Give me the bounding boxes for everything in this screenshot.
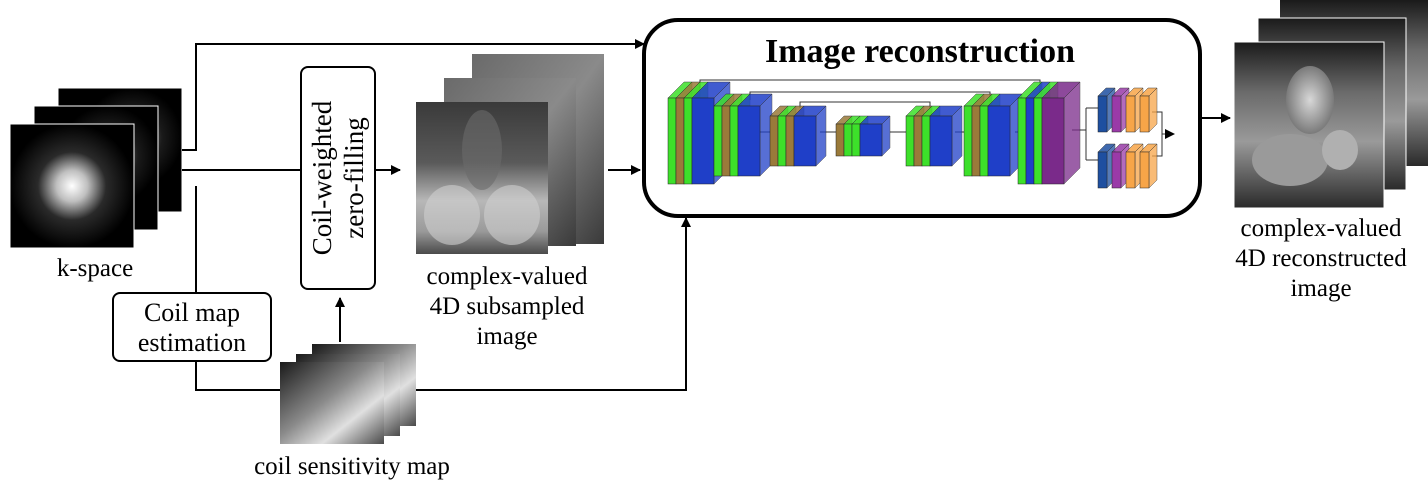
subsampled-image-label: complex-valued 4D subsampled image — [402, 262, 612, 352]
subsampled-line1: complex-valued — [426, 263, 588, 290]
reconstructed-line3: image — [1290, 275, 1352, 302]
enc-block-2-slice-main — [737, 93, 773, 177]
dec-block-2-slice-main — [987, 93, 1023, 177]
coil-map-estimation-box: Coil map estimation — [112, 292, 272, 362]
kspace-image-stack — [9, 87, 183, 249]
zero-filling-box — [300, 66, 376, 290]
sensitivity-map-label: coil sensitivity map — [254, 453, 450, 480]
subsampled-line3: image — [476, 323, 538, 350]
zero-filling-line1: Coil-weighted — [307, 100, 337, 256]
reconstructed-line1: complex-valued — [1240, 215, 1402, 242]
subsampled-image-stack — [416, 54, 604, 254]
bottleneck-block-slice-main — [859, 115, 891, 157]
enc-block-3-slice-main — [793, 105, 827, 167]
coil-map-estimation-line2: estimation — [137, 328, 247, 357]
output-head-bottom-slice-3 — [1139, 143, 1158, 189]
reconstructed-line2: 4D reconstructed — [1235, 245, 1407, 272]
subsampled-line2: 4D subsampled — [429, 293, 585, 320]
reconstructed-image-label: complex-valued 4D reconstructed image — [1214, 214, 1428, 304]
dec-block-1-slice-main — [929, 105, 963, 167]
output-head-top-slice-3 — [1139, 87, 1158, 133]
reconstructed-image-stack — [1233, 0, 1428, 209]
zero-filling-line2: zero-filling — [339, 117, 369, 239]
network-output-heads — [1097, 87, 1158, 189]
kspace-label: k-space — [56, 255, 134, 282]
coil-map-estimation-line1: Coil map — [143, 298, 241, 327]
dec-block-3-slice-main — [1041, 81, 1081, 185]
sensitivity-map-stack — [280, 344, 416, 444]
reconstruction-title: Image reconstruction — [764, 33, 1076, 70]
network-encoder-decoder — [667, 81, 1081, 185]
